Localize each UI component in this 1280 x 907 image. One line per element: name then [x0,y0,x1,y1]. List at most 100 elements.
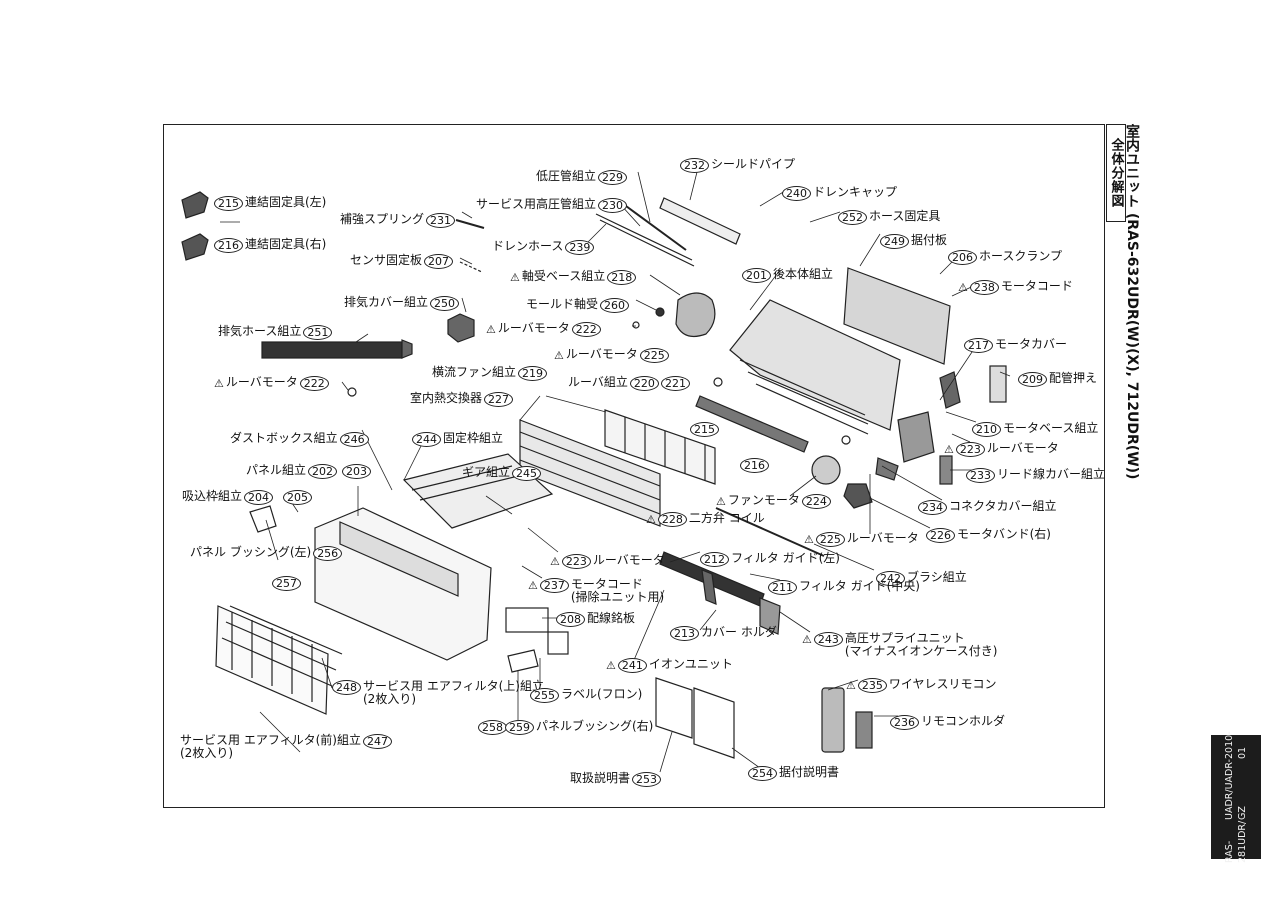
exhaust-hose-drawing [261,341,403,359]
clip-left-drawing [181,191,209,219]
part-label: モータコード (掃除ユニット用) [570,577,665,604]
part-number-circle: 246 [339,432,369,447]
part-label: ダストボックス組立 [230,431,338,445]
part-label: ドレンホース [492,239,564,253]
part-number-circle: 204 [244,490,274,505]
part-callout-p216b: 216 [740,458,769,473]
part-label: ワイヤレスリモコン [888,677,997,691]
part-label: カバー ホルダ [701,625,777,639]
part-number-circle: 254 [748,766,777,781]
part-number-circle: 222 [299,376,329,391]
diagram-frame [163,124,1105,808]
part-number-circle: 217 [964,338,993,353]
part-label: フィルタ ガイド(中央) [799,579,920,593]
part-label: リモコンホルダ [921,714,1006,728]
rear-body-drawing [729,299,901,431]
spring-drawing [455,219,485,229]
unit-title: 室内ユニット (RAS-632UDR(W)(X), 712UDR(W)) [1124,124,1140,480]
side-title: 全体分解図 室内ユニット (RAS-632UDR(W)(X), 712UDR(W… [1104,120,1140,620]
part-number-circle: 230 [598,198,628,213]
part-number-circle: 233 [966,468,995,483]
motor-band-drawing [843,483,873,509]
part-callout-p215b: 215 [690,422,719,437]
remote-drawing [821,687,845,753]
part-label: 二方弁 コイル [688,511,765,525]
part-number-circle: 248 [332,680,361,695]
part-label: 配管押え [1049,371,1098,385]
part-number-circle: 205 [283,490,312,505]
bushing-left-drawing [249,505,277,533]
part-number-circle: 225 [815,532,845,547]
install-manual-drawing [693,687,735,759]
part-number-circle: 255 [530,688,559,703]
bearing-base-drawing [675,292,716,337]
part-number-circle: 241 [617,658,647,673]
part-callout-p203: 203 [342,464,371,479]
part-number-circle: 244 [412,432,441,447]
part-label: シールドパイプ [711,157,796,171]
part-label: ルーバモータ [497,321,570,335]
part-number-circle: 225 [639,348,669,363]
brush-drawing [715,507,825,557]
part-number-circle: 239 [565,240,595,255]
warning-icon: ⚠ [554,349,564,362]
part-label: イオンユニット [648,657,733,671]
warning-icon: ⚠ [214,377,224,390]
part-label: 排気カバー組立 [344,295,429,309]
part-number-circle: 212 [700,552,729,567]
part-label: パネル ブッシング(左) [190,545,312,559]
warning-icon: ⚠ [716,495,726,508]
part-number-circle: 237 [539,578,569,593]
part-number-circle: 218 [607,270,637,285]
part-label: ルーバモータ [846,531,919,545]
part-label: ブラシ組立 [907,570,967,584]
part-label: 配線銘板 [587,611,636,625]
mounting-plate-drawing [843,267,951,365]
part-number-circle: 209 [1018,372,1047,387]
part-label: ルーバ組立 [568,375,628,389]
louver-drawing [695,395,809,453]
part-label: ドレンキャップ [813,185,898,199]
part-label: 室内熱交換器 [410,391,483,405]
part-number-circle: 260 [600,298,630,313]
part-label: 据付板 [911,233,948,247]
part-number-circle: 229 [598,170,628,185]
warning-icon: ⚠ [606,659,616,672]
manual-drawing [655,677,693,739]
part-number-circle: 206 [948,250,977,265]
part-label: モータバンド(右) [957,527,1051,541]
warning-icon: ⚠ [550,555,560,568]
part-label: パネルブッシング(右) [536,719,654,733]
part-number-circle: 258 [478,720,507,735]
part-number-circle: 249 [880,234,909,249]
part-number-circle: 223 [561,554,591,569]
part-label: ラベル(フロン) [561,687,643,701]
motor-base-drawing [897,411,935,463]
part-label: 後本体組立 [773,267,834,281]
part-label: ホースクランプ [979,249,1063,263]
pipe-holder-drawing [989,365,1007,403]
